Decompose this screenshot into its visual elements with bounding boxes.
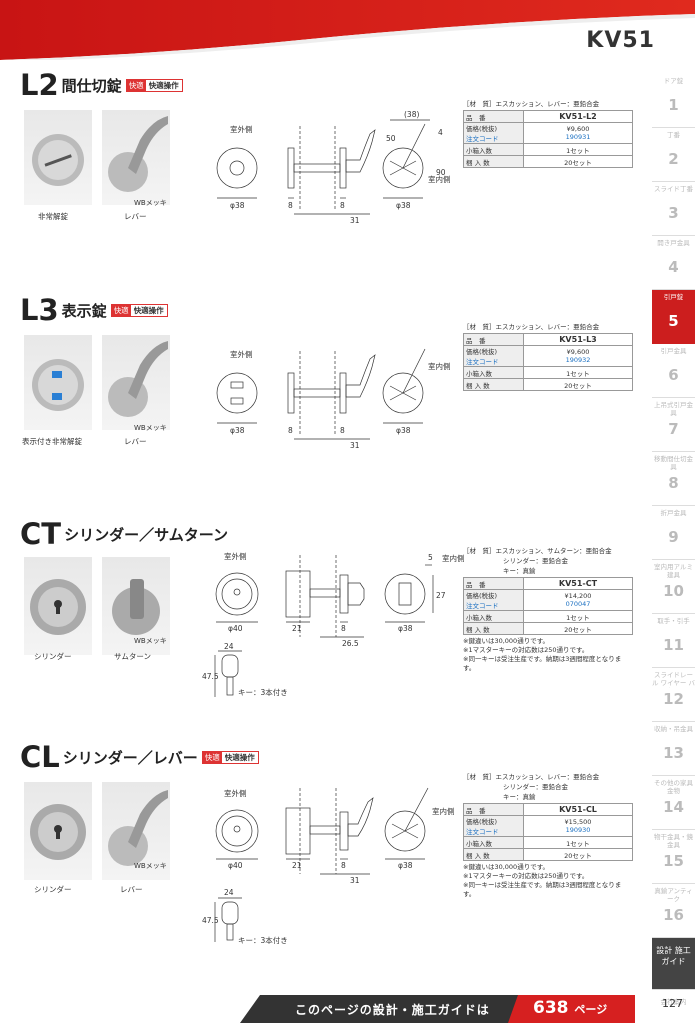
technical-drawing-cl: 室外側 室内側 φ40 21 8 31 φ38 24 47.5 キー：3本付き: [202, 787, 455, 945]
product-photo-lever: [102, 782, 170, 880]
guide-bar-shape: [240, 995, 635, 1023]
page-number: 127: [662, 997, 683, 1010]
banner-shape: [0, 0, 695, 60]
product-photo-cylinder: [24, 557, 92, 655]
technical-drawing-l3: 室外側 室内側 φ38 8 8 31 φ38: [200, 331, 460, 460]
spec-table-ct: ［材 質］エスカッション、サムターン：亜鉛合金 シリンダー：亜鉛合金 キー：真鍮…: [463, 547, 633, 673]
product-photo-thumbturn: [102, 557, 170, 655]
notes: ※鍵違いは30,000通りです。 ※1マスターキーの対応数は250通りです。 ※…: [463, 637, 622, 672]
nav-item-guide[interactable]: 設計 施工 ガイド: [652, 938, 695, 990]
product-photo-cylinder: [24, 782, 92, 880]
model-title: KV51: [586, 28, 655, 53]
product-photo-lever: [102, 110, 170, 205]
header-banner: KV51: [0, 0, 695, 60]
product-photo-lever: [102, 335, 170, 430]
product-photo-indicator: [24, 335, 92, 430]
product-photo-escutcheon: [24, 110, 92, 205]
comfort-badge: 快適快適操作: [125, 78, 183, 92]
nav-item-company[interactable]: 会社案内: [660, 998, 687, 1006]
nav-item-12[interactable]: スライドレール ワイヤー バスケット12: [652, 668, 695, 722]
technical-drawing-l2: 室外側 室内側 φ38 8 8 31 φ38 (38) 50 90 4: [200, 106, 460, 235]
spec-table-cl: ［材 質］エスカッション、レバー：亜鉛合金 シリンダー：亜鉛合金 キー：真鍮 品…: [463, 773, 633, 899]
guide-link-bar[interactable]: このページの設計・施工ガイドは 638 ページ: [240, 995, 635, 1023]
technical-drawing-ct: 室外側 室内側 φ40 21 8 26.5 φ38 5 27 24 47.5 キ…: [202, 552, 465, 697]
comfort-badge: 快適快適操作: [201, 750, 259, 764]
comfort-badge: 快適快適操作: [110, 303, 168, 317]
notes: ※鍵違いは30,000通りです。 ※1マスターキーの対応数は250通りです。 ※…: [463, 863, 622, 898]
